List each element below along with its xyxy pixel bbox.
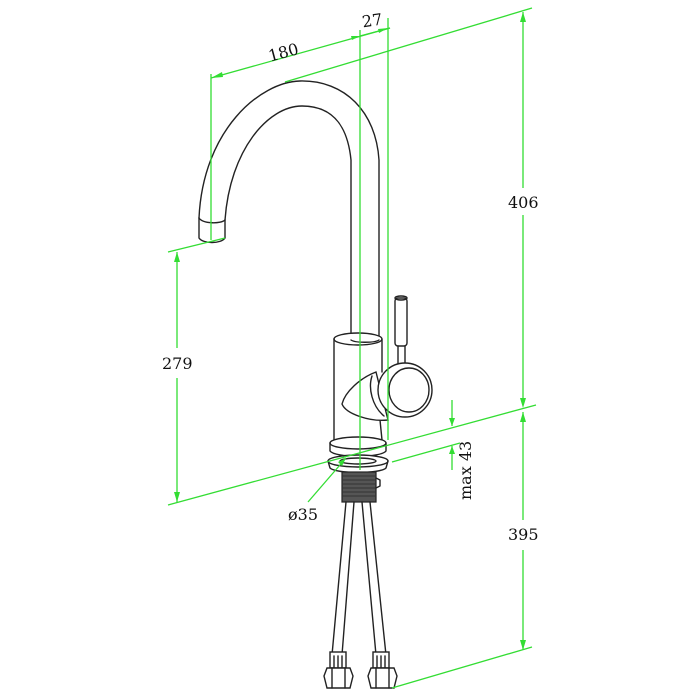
dim-label-total-height: 406 [508,193,539,212]
hose-nut-right [367,651,398,689]
lever-handle [341,295,433,421]
dimension-lines [167,7,537,689]
dim-label-hose-length: 395 [508,525,539,544]
dim-label-hole-diameter: ø35 [288,505,318,524]
faucet-body [333,332,383,441]
gooseneck-spout [198,80,380,341]
hose-nut-left [323,651,354,689]
dim-label-max-deck-thickness: max 43 [456,441,475,500]
base-ring [327,436,389,474]
dim-label-spout-offset: 27 [361,10,384,32]
supply-hoses [331,501,387,656]
threaded-shank [341,471,381,503]
dim-label-spout-reach: 180 [266,39,300,65]
dim-label-spout-clearance: 279 [162,354,193,373]
faucet-outline [198,80,433,689]
